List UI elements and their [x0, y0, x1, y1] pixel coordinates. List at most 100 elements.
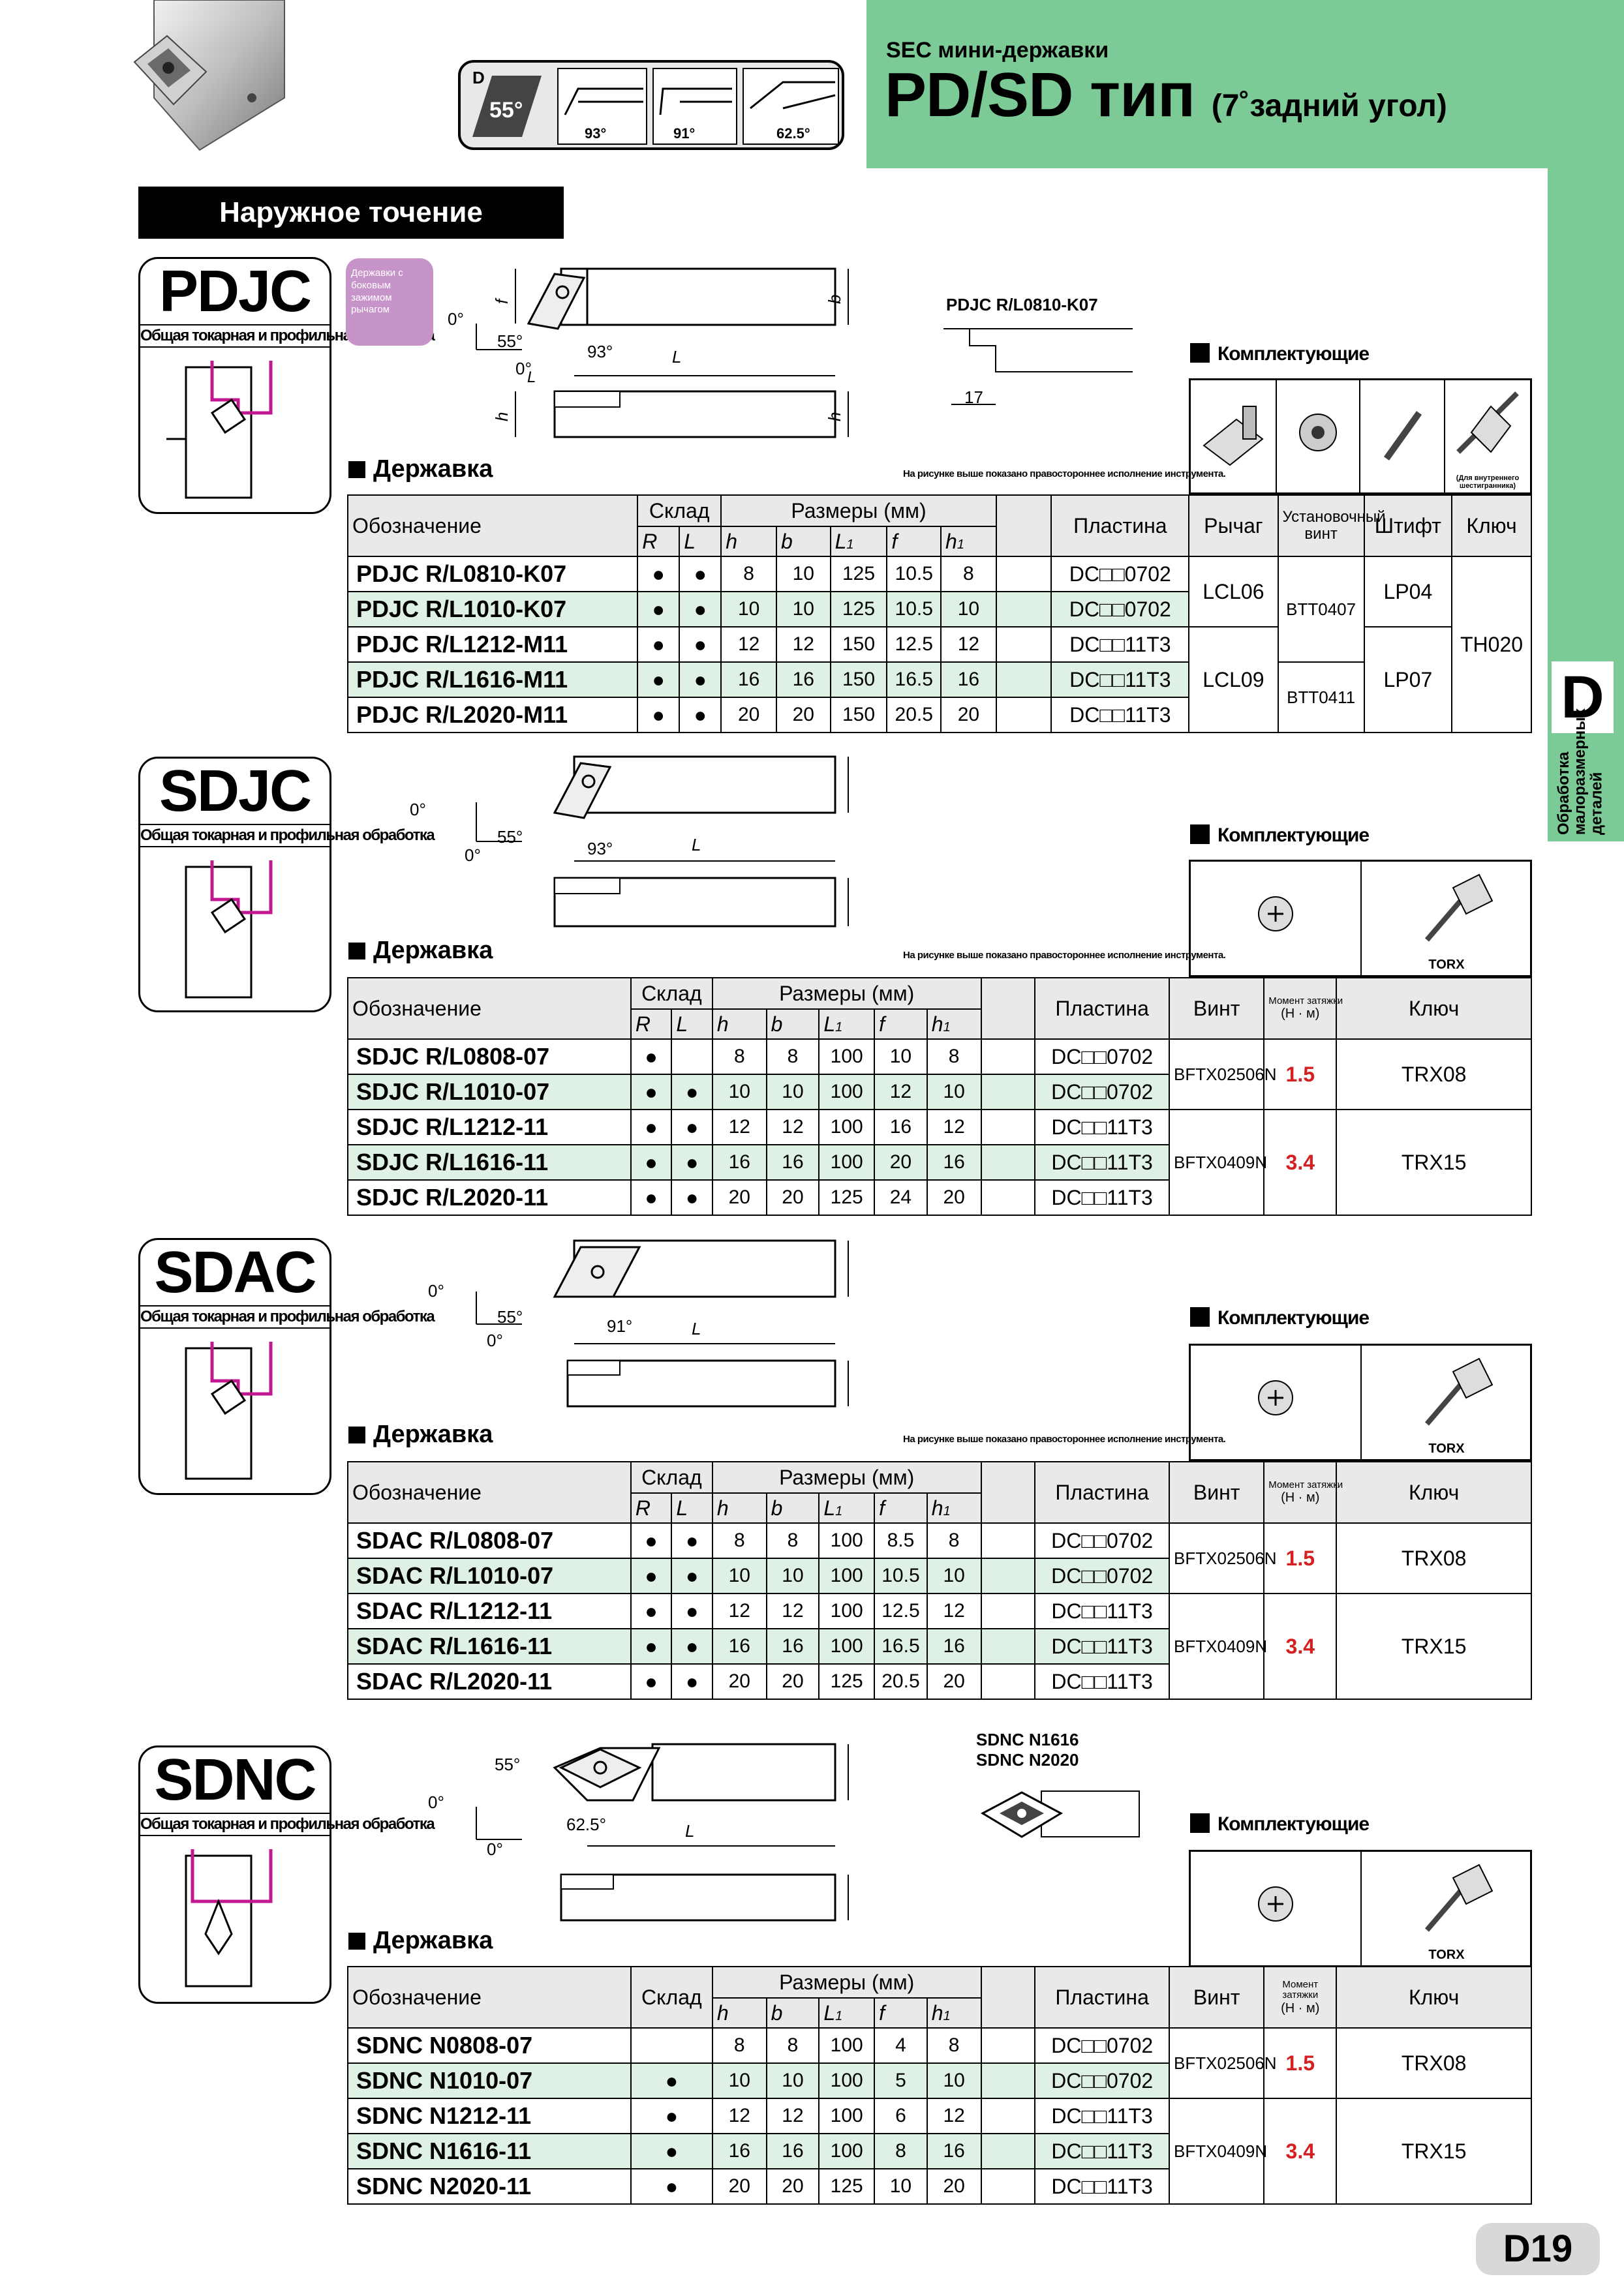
sdnc-drawing: L: [476, 1743, 849, 1922]
pdjc-operation-sketch: [166, 361, 273, 499]
sdnc-angle-a: 0°: [428, 1792, 444, 1812]
angle-91-icon: 91°: [652, 68, 737, 145]
pdjc-op-label: Общая токарная и профильная обработка: [140, 324, 435, 348]
sdac-operation-sketch: [185, 1342, 273, 1480]
torx-label: TORX: [1428, 1442, 1465, 1456]
sdnc-th-torque: Момент затяжки(Н · м): [1263, 1966, 1338, 2029]
pdjc-components-label: Комплектующие: [1190, 343, 1370, 365]
pdjc-table: Обозначение Склад Размеры (мм) Пластина …: [346, 494, 1532, 733]
sdnc-table: Обозначение Склад Размеры (мм) Пластина …: [347, 1966, 1532, 2205]
sdnc-angle-b: 55°: [495, 1755, 521, 1774]
pdjc-angle-c: 0°: [515, 359, 532, 378]
sdac-th-designation: Обозначение: [347, 1461, 632, 1524]
svg-text:f: f: [492, 297, 512, 304]
pdjc-th-sizes: Размеры (мм): [720, 494, 997, 527]
sdac-th-insert: Пластина: [1034, 1461, 1171, 1524]
pdjc-ref-caption: PDJC R/L0810-K07: [946, 295, 1098, 314]
sdjc-th-screw: Винт: [1169, 977, 1265, 1040]
torx-key-icon: TORX: [1362, 862, 1531, 975]
pdjc-th-insert: Пластина: [1050, 494, 1190, 557]
pdjc-angle-a: 0°: [448, 309, 464, 329]
setscrew-icon: [1277, 380, 1360, 492]
sdac-th-torque: Момент затяжки(Н · м): [1263, 1461, 1343, 1524]
header-title: PD/SD тип (7˚задний угол): [885, 64, 1447, 127]
pdjc-th-f: f: [886, 526, 942, 557]
sdjc-th-designation: Обозначение: [347, 977, 632, 1040]
sdnc-ref-drawing: [980, 1790, 1140, 1838]
sdac-th-screw: Винт: [1169, 1461, 1265, 1524]
svg-text:L: L: [527, 369, 536, 386]
svg-text:L: L: [685, 1821, 694, 1841]
sdac-th-key: Ключ: [1336, 1461, 1532, 1524]
header-band: [866, 0, 1624, 168]
sdjc-components-label: Комплектующие: [1190, 824, 1370, 847]
sdac-table: Обозначение Склад Размеры (мм) Пластина …: [347, 1461, 1532, 1700]
sdjc-components-grid: TORX: [1189, 860, 1532, 977]
sdac-name: SDAC: [154, 1240, 316, 1305]
pdjc-th-h: h: [720, 526, 777, 557]
pdjc-note: На рисунке выше показано правостороннее …: [903, 468, 1226, 479]
sdnc-components-label: Комплектующие: [1190, 1813, 1370, 1835]
sdac-th-sizes: Размеры (мм): [711, 1461, 982, 1494]
pdjc-th-key: Ключ: [1451, 494, 1532, 557]
pdjc-ref-dim: 17: [964, 387, 983, 407]
sdnc-op-label: Общая токарная и профильная обработка: [140, 1813, 435, 1836]
svg-text:b: b: [825, 295, 844, 304]
sdjc-angle-b: 55°: [497, 827, 523, 847]
pdjc-title-box: PDJC Общая токарная и профильная обработ…: [138, 257, 435, 514]
pdjc-th-L1: L1: [829, 526, 888, 557]
angle-icon-panel: D 55° 93° 91° 62.5°: [458, 60, 844, 150]
sdnc-holder-label: Державка: [348, 1927, 493, 1955]
angle-93-icon: 93°: [557, 68, 647, 145]
tool-holder-photo: [133, 0, 285, 151]
hex-key-note: (Для внутреннего шестигранника): [1456, 474, 1520, 490]
sdnc-th-designation: Обозначение: [347, 1966, 632, 2029]
angle-62-label: 62.5°: [776, 125, 810, 142]
sdjc-th-insert: Пластина: [1034, 977, 1171, 1040]
svg-text:L: L: [692, 835, 701, 854]
sdac-angle-d: 91°: [607, 1316, 633, 1336]
sdjc-th-torque: Момент затяжки(Н · м): [1263, 977, 1343, 1040]
pdjc-th-lever: Рычаг: [1188, 494, 1279, 557]
torx-key-icon: TORX: [1362, 1852, 1531, 1965]
header-title-suffix: (7˚задний угол): [1211, 89, 1447, 123]
pdjc-th-L: L: [679, 526, 722, 557]
sdjc-angle-c: 0°: [465, 845, 481, 865]
sdjc-op-label: Общая токарная и профильная обработка: [140, 824, 435, 847]
sdjc-holder-label: Державка: [348, 937, 493, 965]
sdnc-th-sizes: Размеры (мм): [711, 1966, 982, 1999]
lever-icon: [1191, 380, 1277, 492]
sdnc-th-key: Ключ: [1336, 1966, 1532, 2029]
pin-icon: [1360, 380, 1445, 492]
pdjc-holder-label: Державка: [348, 455, 493, 483]
pdjc-ref-drawing: [943, 328, 1133, 405]
pdjc-drawing: L L b h f h: [476, 267, 849, 438]
pdjc-lever-note: Державки с боковым зажимом рычагом: [346, 258, 433, 346]
header-title-main: PD/SD тип: [885, 60, 1195, 130]
sdac-holder-label: Державка: [348, 1421, 493, 1449]
sdjc-angle-a: 0°: [410, 800, 426, 819]
side-tab-text: Обработка малоразмерных деталей: [1555, 708, 1606, 835]
svg-text:h: h: [492, 412, 512, 421]
sdac-angle-a: 0°: [428, 1281, 444, 1301]
sdjc-drawing: L: [476, 755, 849, 928]
insert-shape-icon: D 55°: [466, 67, 548, 144]
sdac-title-box: SDAC Общая токарная и профильная обработ…: [138, 1238, 435, 1495]
sdnc-title-box: SDNC Общая токарная и профильная обработ…: [138, 1745, 435, 2004]
sdnc-th-stock: Склад: [630, 1966, 713, 2029]
hex-key-icon: (Для внутреннего шестигранника): [1445, 380, 1530, 492]
sdjc-angle-d: 93°: [587, 839, 613, 858]
pdjc-th-stock: Склад: [637, 494, 722, 527]
